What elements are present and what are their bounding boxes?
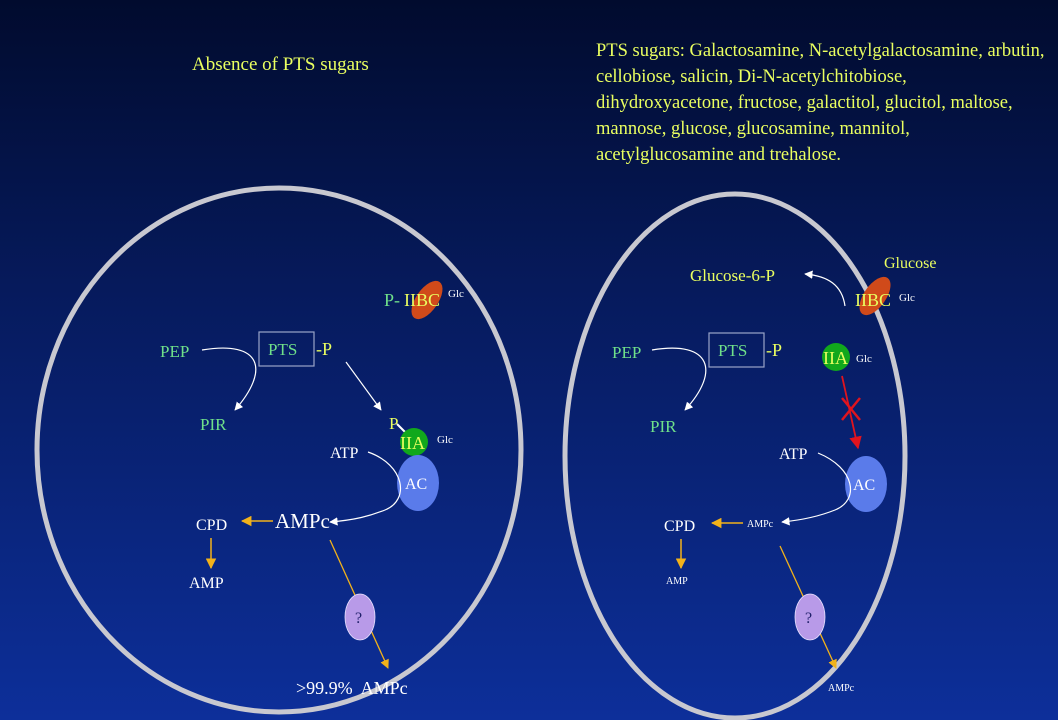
left-pts-label: PTS [268,340,297,359]
right-iia-shape [822,343,850,371]
right-cell-membrane [562,191,908,720]
left-p-tag: -P [316,339,332,359]
left-p-transfer-arrow [345,361,382,411]
right-glucose-label: Glucose [884,255,936,272]
right-atp-label: ATP [779,446,808,463]
left-iia-label: IIA [400,433,425,453]
right-pts-box [708,332,765,368]
right-glucose6p-label: Glucose-6-P [690,266,775,285]
left-p-prefix: P- [384,290,400,310]
right-ampc-label: AMPc [747,519,774,530]
right-p-tag: -P [766,340,782,360]
left-ac-shape [397,455,439,511]
left-pep-label: PEP [160,342,189,361]
left-export-label: >99.9% AMPc [296,678,408,698]
left-p-link [396,423,406,433]
heading-absence: Absence of PTS sugars [192,54,369,75]
right-pts-label: PTS [718,341,747,360]
right-cell: Glucose Glucose-6-P IIBC Glc PTS -P PEP … [562,191,936,720]
right-iia-sup: Glc [856,353,872,365]
left-pep-to-pir-arrow [201,347,257,411]
left-iibc-sup: Glc [448,288,464,300]
left-cell: P- IIBC Glc PTS -P PEP PIR P IIA Glc AC … [34,185,524,715]
left-ampc-label: AMPc [275,509,330,533]
left-iia-sup: Glc [437,434,453,446]
left-iibc-shape [411,280,443,320]
pts-sugars-note: PTS sugars: Galactosamine, N-acetylgalac… [596,41,1045,165]
left-pts-box [258,331,315,367]
right-pir-label: PIR [650,417,677,436]
right-atp-to-ampc-arrow [781,452,852,526]
left-atp-label: ATP [330,445,359,462]
left-p-small: P [389,414,398,433]
right-transporter-shape [794,593,826,641]
right-cpd-label: CPD [664,518,695,535]
right-transporter-label: ? [805,610,812,627]
right-export-label: AMPc [828,683,855,694]
right-block-cross [841,397,861,421]
left-transporter-label: ? [355,610,362,627]
left-iia-shape [400,428,428,456]
right-ac-shape [845,456,887,512]
right-pep-label: PEP [612,343,641,362]
right-iibc-shape [859,276,891,316]
left-cell-membrane [34,185,524,715]
left-iibc-label: IIBC [404,290,440,310]
right-iia-label: IIA [823,348,848,368]
right-iibc-label: IIBC [855,290,891,310]
right-iibc-sup: Glc [899,292,915,304]
left-amp-label: AMP [189,575,224,592]
left-transporter-shape [344,593,376,641]
left-cpd-label: CPD [196,517,227,534]
left-pir-label: PIR [200,415,227,434]
right-glucose-uptake-arrow [804,270,846,307]
right-pep-to-pir-arrow [651,347,707,411]
right-ac-label: AC [853,477,875,494]
right-amp-label: AMP [666,576,688,587]
left-atp-to-ampc-arrow [329,451,401,526]
left-ac-label: AC [405,476,427,493]
